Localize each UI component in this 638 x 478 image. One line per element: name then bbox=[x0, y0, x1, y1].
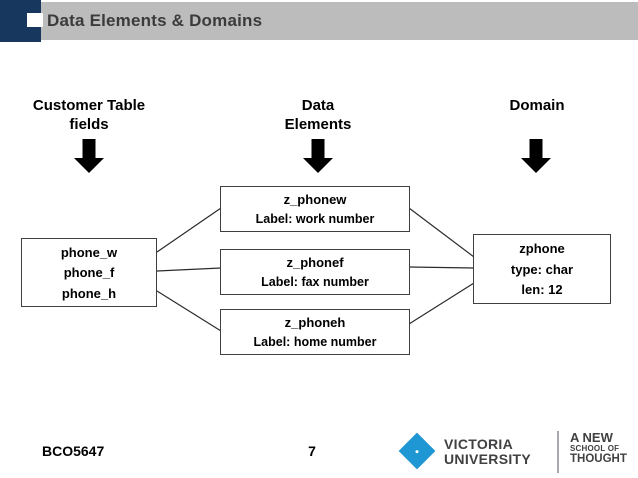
header-bar bbox=[41, 2, 638, 40]
vu-wordmark-line: VICTORIA bbox=[444, 436, 514, 452]
field-label: phone_w bbox=[60, 244, 118, 260]
connector-line bbox=[156, 207, 222, 253]
column-header-domain: Domain bbox=[452, 96, 622, 115]
data-element-name: z_phonef bbox=[286, 255, 344, 270]
domain-type: type: char bbox=[510, 261, 574, 277]
data-element-box-home: z_phoneh Label: home number bbox=[220, 309, 410, 355]
column-header-line: fields bbox=[69, 116, 109, 133]
column-header-line: Customer Table bbox=[32, 97, 146, 114]
connector-line bbox=[408, 207, 475, 258]
slide-title: Data Elements & Domains bbox=[47, 11, 263, 30]
data-element-label: Label: home number bbox=[253, 335, 377, 349]
down-arrow-icon bbox=[74, 139, 104, 173]
vu-tagline-line: SCHOOL OF bbox=[570, 444, 620, 453]
column-header-line: Elements bbox=[284, 116, 352, 133]
footer-course-code: BCO5647 bbox=[42, 443, 105, 459]
data-element-name: z_phonew bbox=[283, 192, 347, 207]
data-element-box-fax: z_phonef Label: fax number bbox=[220, 249, 410, 295]
connector-line bbox=[408, 282, 475, 325]
vu-tagline: A NEW SCHOOL OF THOUGHT bbox=[570, 431, 627, 465]
connector-line bbox=[156, 267, 222, 272]
domain-length: len: 12 bbox=[521, 282, 563, 298]
data-element-label: Label: work number bbox=[255, 212, 375, 226]
down-arrow-icon bbox=[303, 139, 333, 173]
data-element-box-work: z_phonew Label: work number bbox=[220, 186, 410, 232]
vu-tagline-line: A NEW bbox=[570, 430, 613, 445]
vu-tagline-line: THOUGHT bbox=[570, 453, 627, 465]
connector-line bbox=[408, 266, 475, 269]
vu-wordmark-line: UNIVERSITY bbox=[444, 450, 532, 467]
domain-box: zphone type: char len: 12 bbox=[473, 234, 611, 304]
domain-name: zphone bbox=[519, 240, 565, 256]
vu-logo-divider bbox=[557, 431, 559, 473]
header-accent-square bbox=[27, 13, 43, 27]
column-header-line: Data bbox=[301, 97, 335, 114]
customer-table-fields-box: phone_w phone_f phone_h bbox=[21, 238, 157, 307]
data-element-name: z_phoneh bbox=[284, 315, 346, 330]
data-element-label: Label: fax number bbox=[261, 275, 369, 289]
footer-page-number: 7 bbox=[308, 443, 316, 459]
connector-line bbox=[156, 290, 222, 332]
field-label: phone_f bbox=[63, 265, 115, 280]
down-arrow-icon bbox=[521, 139, 551, 173]
vu-university-wordmark: VICTORIA UNIVERSITY bbox=[444, 437, 531, 466]
column-header-data-elements: Data Elements bbox=[233, 96, 403, 134]
column-header-line: Domain bbox=[509, 97, 565, 114]
column-header-customer-table-fields: Customer Table fields bbox=[4, 96, 174, 134]
field-label: phone_h bbox=[61, 285, 117, 301]
vu-diamond-dot bbox=[414, 448, 420, 454]
